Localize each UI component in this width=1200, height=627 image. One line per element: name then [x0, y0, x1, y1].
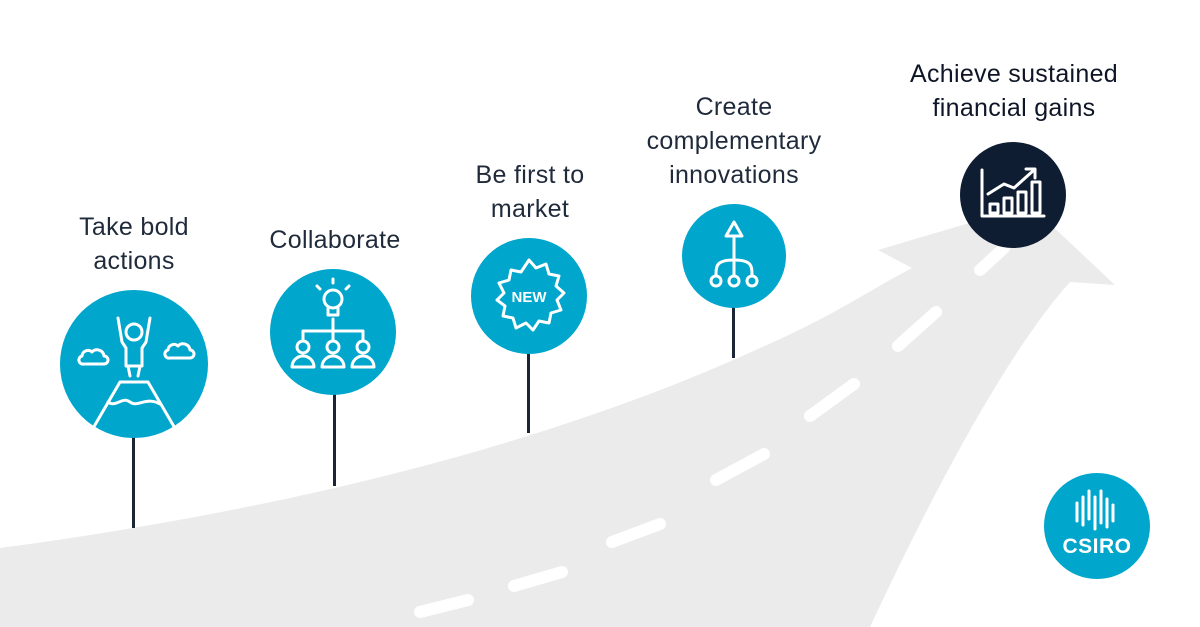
- mountain-climber-icon: [77, 316, 196, 432]
- stage-label-line: Collaborate: [269, 226, 401, 254]
- stage-label-collab: Collaborate: [240, 223, 430, 257]
- stage-circle-complement: [682, 204, 786, 308]
- csiro-logo: CSIRO: [1044, 473, 1150, 579]
- branching-arrow-icon: [709, 220, 759, 288]
- stage-pole-first: [527, 345, 530, 433]
- stage-label-line: Take bold: [79, 213, 189, 241]
- stage-label-line: Achieve sustained: [909, 60, 1118, 88]
- stage-label-line: actions: [93, 247, 175, 275]
- stage-label-line: financial gains: [932, 94, 1096, 122]
- stage-label-bold: Take bold actions: [40, 210, 228, 278]
- stage-label-line: market: [490, 195, 570, 223]
- stage-circle-gains: [960, 142, 1066, 248]
- new-badge-icon: NEW: [495, 258, 566, 332]
- csiro-logo-text: CSIRO: [1062, 535, 1132, 558]
- stage-pole-bold: [132, 420, 135, 528]
- stage-circle-bold: [60, 290, 208, 438]
- stage-circle-collab: [270, 269, 396, 395]
- road-shape: [0, 205, 1115, 627]
- csiro-waves-icon: [1075, 489, 1115, 531]
- stage-label-line: Create: [695, 93, 773, 121]
- stage-label-line: Be first to: [475, 161, 585, 189]
- new-badge-text: NEW: [512, 289, 548, 306]
- lane-dashes: [414, 242, 1010, 618]
- idea-team-icon: [290, 277, 376, 369]
- stage-label-first: Be first to market: [440, 158, 620, 226]
- stage-label-gains: Achieve sustained financial gains: [885, 57, 1143, 125]
- stage-label-line: complementary: [646, 127, 822, 155]
- stage-pole-complement: [732, 300, 735, 358]
- growth-chart-icon: [980, 167, 1046, 218]
- stage-pole-collab: [333, 390, 336, 486]
- stage-label-line: innovations: [669, 161, 799, 189]
- stage-circle-first: NEW: [471, 238, 587, 354]
- stage-label-complement: Create complementary innovations: [620, 90, 848, 192]
